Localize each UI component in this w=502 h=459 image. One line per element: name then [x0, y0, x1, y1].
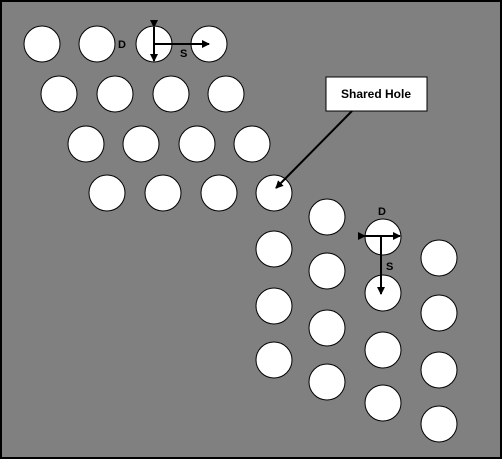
hole — [88, 174, 126, 212]
hole — [40, 75, 78, 113]
hole — [96, 75, 134, 113]
hole — [207, 75, 245, 113]
hole — [420, 351, 458, 389]
hole — [122, 125, 160, 163]
hole — [255, 287, 293, 325]
hole — [308, 198, 346, 236]
hole — [364, 384, 402, 422]
diameter-label-top: D — [118, 39, 126, 51]
right-dimension-group: D S — [358, 206, 401, 295]
spacing-label-right: S — [386, 261, 393, 273]
hole — [255, 174, 293, 212]
hole — [233, 125, 271, 163]
hole — [308, 363, 346, 401]
hole — [420, 405, 458, 443]
hole — [200, 174, 238, 212]
callout-box — [325, 76, 428, 112]
hole — [420, 239, 458, 277]
hole — [152, 75, 190, 113]
hole — [78, 25, 116, 63]
callout-arrow — [275, 110, 353, 189]
callout-label: Shared Hole — [341, 87, 411, 101]
hole — [255, 230, 293, 268]
spacing-label-top: S — [180, 48, 187, 60]
hole — [420, 294, 458, 332]
hole — [364, 331, 402, 369]
hole — [23, 25, 61, 63]
shared-hole-callout: Shared Hole — [275, 76, 428, 189]
hole — [144, 174, 182, 212]
hole-grid — [23, 25, 458, 443]
hole — [255, 341, 293, 379]
hole — [178, 125, 216, 163]
top-dimension-group: D S — [118, 20, 210, 62]
diameter-label-right: D — [378, 206, 386, 218]
hole — [364, 274, 402, 312]
hole — [308, 252, 346, 290]
hole — [67, 125, 105, 163]
hole — [308, 309, 346, 347]
